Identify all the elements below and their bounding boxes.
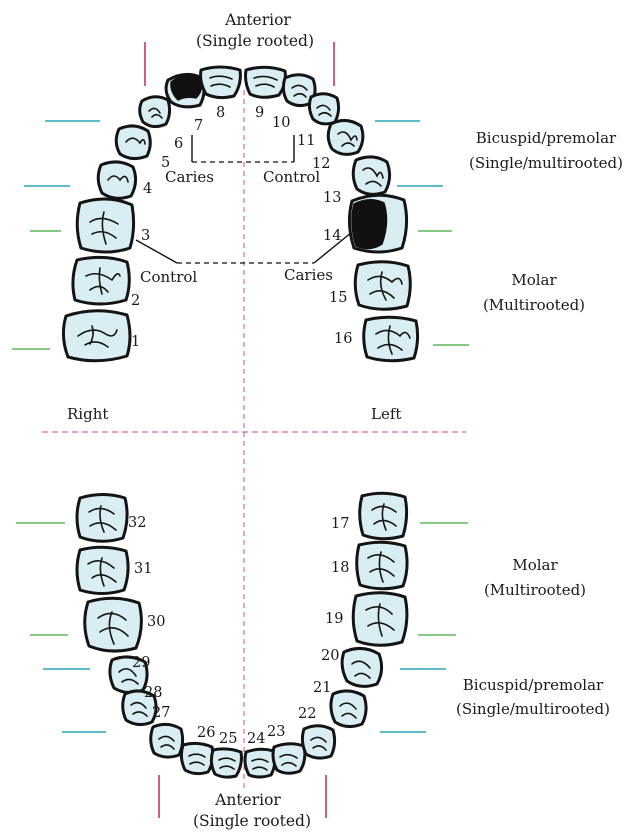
tooth-16	[364, 317, 418, 361]
tooth-number-4: 4	[143, 181, 152, 197]
upper-molar-title: Molar	[511, 271, 557, 289]
region-markers	[12, 42, 469, 818]
tooth-number-32: 32	[128, 515, 146, 531]
side-label-left: Left	[371, 405, 401, 423]
tooth-number-8: 8	[216, 105, 225, 121]
lower-anterior-title: Anterior	[214, 791, 281, 809]
tooth-26	[181, 743, 213, 773]
upper-anterior-title: Anterior	[224, 11, 291, 29]
tooth-27	[151, 724, 183, 757]
tooth-number-14: 14	[323, 228, 341, 244]
tooth-number-28: 28	[144, 685, 162, 701]
tooth-31	[77, 547, 128, 593]
tooth-8	[201, 67, 241, 98]
lower-anterior-subtitle: (Single rooted)	[193, 812, 311, 830]
tooth-number-23: 23	[267, 724, 285, 740]
tooth-2	[73, 257, 129, 304]
tooth-number-15: 15	[329, 290, 347, 306]
tooth-9	[246, 67, 286, 97]
tooth-number-10: 10	[272, 115, 290, 131]
tooth-number-21: 21	[313, 680, 331, 696]
lower-bicuspid-title: Bicuspid/premolar	[463, 676, 604, 694]
tooth-number-12: 12	[312, 156, 330, 172]
lower-arch	[77, 493, 407, 777]
tooth-number-20: 20	[321, 648, 339, 664]
lower-molar-title: Molar	[512, 556, 558, 574]
tooth-number-22: 22	[298, 706, 316, 722]
tooth-number-13: 13	[323, 190, 341, 206]
tooth-number-7: 7	[194, 118, 203, 134]
tooth-32	[77, 495, 127, 542]
upper-molar-subtitle: (Multirooted)	[483, 296, 585, 314]
tooth-number-11: 11	[297, 133, 315, 149]
side-label-right: Right	[67, 405, 108, 423]
tooth-number-31: 31	[134, 561, 152, 577]
tooth-22	[302, 726, 334, 758]
lower-molar-subtitle: (Multirooted)	[484, 581, 586, 599]
tooth-19	[353, 593, 407, 646]
tooth-12	[328, 120, 363, 154]
tooth-15	[355, 262, 410, 310]
control-label-tooth-3: Control	[140, 268, 197, 286]
tooth-21	[331, 691, 366, 727]
tooth-number-19: 19	[325, 611, 343, 627]
tooth-number-17: 17	[331, 516, 349, 532]
tooth-number-29: 29	[132, 655, 150, 671]
upper-anterior-subtitle: (Single rooted)	[196, 32, 314, 50]
caries-label-tooth-7: Caries	[165, 168, 214, 186]
tooth-30	[85, 598, 142, 651]
tooth-23	[273, 744, 305, 774]
tooth-number-27: 27	[152, 705, 170, 721]
tooth-13	[353, 157, 389, 194]
tooth-6	[140, 97, 170, 127]
tooth-number-9: 9	[255, 105, 264, 121]
upper-bicuspid-title: Bicuspid/premolar	[476, 129, 617, 147]
tooth-number-16: 16	[334, 331, 352, 347]
tooth-number-6: 6	[174, 136, 183, 152]
tooth-number-24: 24	[247, 731, 265, 747]
caries-lesion	[171, 76, 202, 100]
tooth-number-5: 5	[161, 155, 170, 171]
tooth-7	[166, 74, 204, 106]
caries-lesion	[352, 200, 387, 249]
upper-bicuspid-subtitle: (Single/multirooted)	[469, 154, 623, 172]
tooth-number-26: 26	[197, 725, 215, 741]
tooth-11	[309, 94, 338, 124]
tooth-17	[360, 493, 407, 539]
caries-label-tooth-14: Caries	[284, 266, 333, 284]
tooth-1	[63, 311, 130, 361]
tooth-24	[245, 749, 275, 777]
tooth-number-3: 3	[141, 228, 150, 244]
tooth-18	[357, 542, 407, 589]
tooth-5	[116, 126, 150, 159]
lower-bicuspid-subtitle: (Single/multirooted)	[456, 700, 610, 718]
tooth-number-25: 25	[219, 731, 237, 747]
tooth-number-30: 30	[147, 614, 165, 630]
upper-arch	[63, 67, 417, 361]
tooth-3	[77, 199, 133, 252]
tooth-25	[211, 749, 241, 777]
tooth-number-2: 2	[131, 293, 140, 309]
tooth-14	[349, 195, 406, 252]
tooth-20	[342, 648, 381, 686]
tooth-number-18: 18	[331, 560, 349, 576]
tooth-number-1: 1	[131, 334, 140, 350]
tooth-4	[98, 162, 135, 198]
